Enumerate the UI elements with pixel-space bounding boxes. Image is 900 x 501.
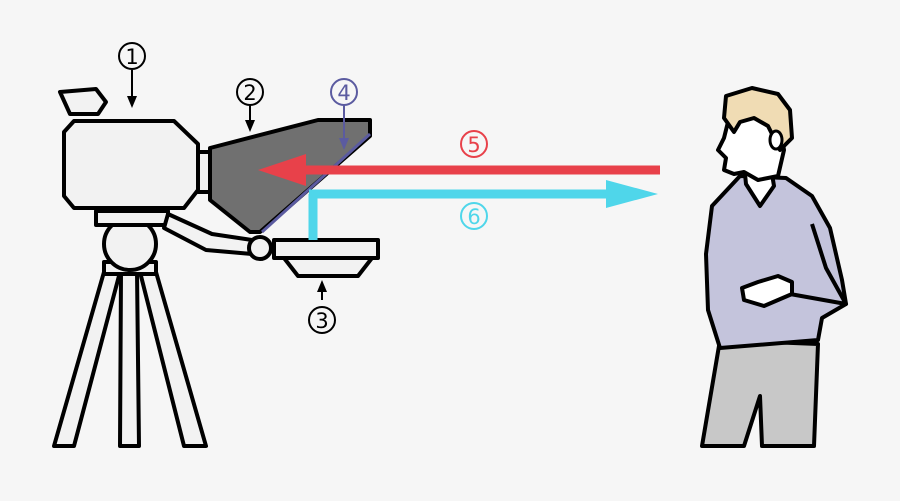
tripod-leg-center	[118, 270, 141, 448]
beam-splitter-glass	[260, 132, 372, 234]
presenter-icon	[700, 86, 848, 448]
callout-number: 5	[467, 133, 480, 157]
callout-circle	[308, 306, 336, 334]
callout-6: 6	[460, 202, 488, 230]
transmitted-light-arrow	[308, 180, 658, 240]
reflected-light-arrow	[258, 154, 660, 186]
callout-5: 5	[460, 130, 488, 158]
callout-3: 3	[308, 306, 336, 334]
camera-body	[62, 119, 200, 210]
prompter-monitor-icon	[272, 238, 380, 278]
tripod-icon	[52, 209, 254, 448]
callout-1: 1	[118, 42, 146, 70]
monitor-light-arrowhead	[606, 180, 658, 208]
presenter-trousers	[700, 338, 820, 448]
callout-4: 4	[330, 78, 358, 106]
presenter-hand	[740, 274, 794, 308]
callout-number: 3	[315, 309, 328, 333]
presenter-ear	[768, 129, 784, 151]
presenter-light-arrowhead	[258, 154, 306, 186]
callout-number: 2	[243, 81, 256, 105]
hood-hinge	[247, 235, 273, 261]
callout-circle	[460, 130, 488, 158]
tripod-leg-left	[52, 270, 122, 448]
callout-number: 6	[467, 205, 480, 229]
presenter-sweater	[704, 174, 848, 350]
monitor-top	[272, 238, 380, 260]
callout-circle	[118, 42, 146, 70]
tripod-leg-right	[138, 270, 208, 448]
callout-circle	[460, 202, 488, 230]
callout-labels: 1 2 3 4 5 6	[118, 42, 488, 334]
callout-number: 4	[337, 81, 350, 105]
callout-circle	[330, 78, 358, 106]
tripod-head-plate	[94, 209, 170, 227]
callout-circle	[236, 78, 264, 106]
camera-viewfinder	[58, 87, 108, 116]
callout-pointers	[127, 70, 349, 300]
callout-number: 1	[125, 45, 138, 69]
monitor-base	[282, 256, 374, 278]
callout-2: 2	[236, 78, 264, 106]
